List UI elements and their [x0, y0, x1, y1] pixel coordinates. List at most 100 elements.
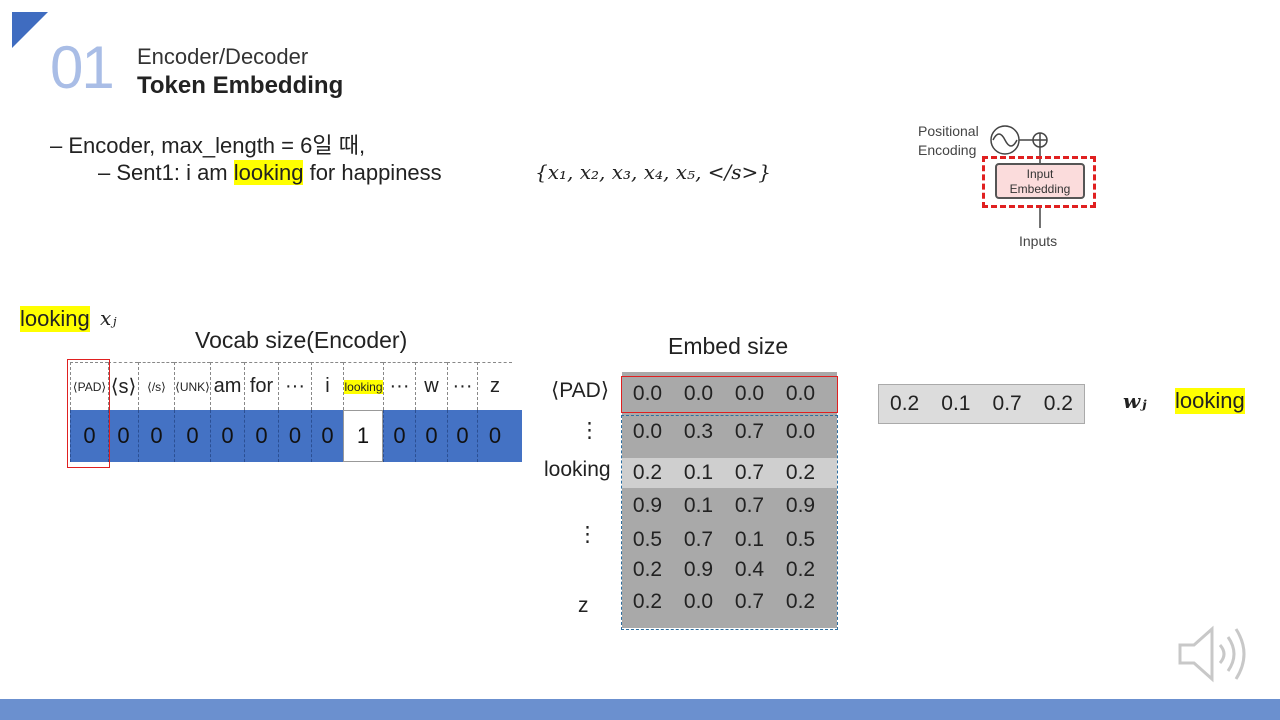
vocab-value-cell: 0: [278, 410, 311, 462]
embedding-value: 0.0: [785, 420, 816, 443]
weight-symbol-wj: wⱼ: [1123, 389, 1147, 413]
vocab-header-cell: ⟨/s⟩: [138, 362, 174, 410]
vocab-value-cell: 0: [311, 410, 343, 462]
vocab-header-cell: ···: [383, 362, 415, 410]
embedding-value: 0.0: [632, 420, 663, 443]
embedding-row: 0.2 0.1 0.7 0.2: [622, 458, 837, 488]
embedding-value: 0.4: [734, 558, 765, 581]
vocab-value-cell: 0: [108, 410, 138, 462]
embedding-value: 0.0: [632, 382, 663, 405]
embedding-value: 0.0: [683, 382, 714, 405]
section-number: 01: [50, 34, 115, 101]
vocab-header-cell: i: [311, 362, 343, 410]
embedding-value: 0.3: [683, 420, 714, 443]
embedding-row: 0.2 0.0 0.7 0.2: [622, 590, 837, 614]
vocab-header-cell: looking: [343, 362, 383, 410]
vocab-header-cell: ···: [447, 362, 477, 410]
embedding-value: 0.5: [785, 528, 816, 551]
positional-encoding-label: Positional Encoding: [918, 122, 979, 160]
row-label-dots2: ⋮: [577, 523, 598, 546]
row-label-dots1: ⋮: [579, 419, 600, 442]
embedding-value: 0.2: [785, 590, 816, 613]
vocab-header-cell: z: [477, 362, 512, 410]
section-subtitle: Encoder/Decoder: [137, 44, 309, 69]
vocab-value-cell: 0: [70, 410, 108, 462]
vocab-header-cell: w: [415, 362, 447, 410]
embedding-value: 0.0: [683, 590, 714, 613]
embedding-value: 0.2: [632, 461, 663, 484]
embedding-value: 0.2: [632, 558, 663, 581]
vocab-value-cell: 0: [174, 410, 210, 462]
embedding-value: 0.7: [734, 420, 765, 443]
token-tag-looking: looking: [20, 306, 90, 332]
vocab-value-cell: 0: [244, 410, 278, 462]
input-embedding-highlight: [982, 156, 1096, 208]
embedding-value: 0.2: [632, 590, 663, 613]
speaker-icon[interactable]: [1178, 625, 1252, 683]
vocab-header-cell: ⟨UNK⟩: [174, 362, 210, 410]
pad-column-highlight: [67, 359, 110, 468]
embedding-value: 0.1: [683, 461, 714, 484]
vocab-title: Vocab size(Encoder): [195, 327, 408, 353]
page-title: Token Embedding: [137, 72, 344, 99]
sentence-prefix: – Sent1: i am: [98, 160, 234, 185]
embedding-value: 0.0: [734, 382, 765, 405]
vocab-value-cell: 0: [477, 410, 512, 462]
result-token-looking: looking: [1175, 388, 1245, 414]
embedding-value: 0.7: [734, 494, 765, 517]
sentence-suffix: for happiness: [303, 160, 442, 185]
embedding-value: 0.5: [632, 528, 663, 551]
vocab-value-cell: 0: [210, 410, 244, 462]
vocab-value-cell: 0: [138, 410, 174, 462]
token-sequence: {x₁, x₂, x₃, x₄, x₅, </s>}: [535, 160, 772, 184]
sentence-highlight: looking: [233, 160, 304, 185]
row-label-z: z: [578, 594, 589, 617]
vector-value: 0.7: [992, 392, 1022, 415]
bullet-encoder: – Encoder, max_length = 6일 때,: [50, 133, 366, 158]
embedding-vector-result: 0.2 0.1 0.7 0.2: [878, 384, 1085, 424]
vocab-header-cell: ···: [278, 362, 311, 410]
embedding-value: 0.9: [683, 558, 714, 581]
embedding-value: 0.9: [632, 494, 663, 517]
vocab-header-cell: ⟨PAD⟩: [70, 362, 108, 410]
positional-label-line2: Encoding: [918, 142, 977, 158]
embedding-row: 0.2 0.9 0.4 0.2: [622, 558, 837, 582]
bullet-sentence: – Sent1: i am looking for happiness: [98, 160, 442, 186]
row-label-looking: looking: [544, 458, 611, 481]
embedding-value: 0.1: [734, 528, 765, 551]
embedding-value: 0.2: [785, 558, 816, 581]
input-embedding-line1: Input: [1026, 167, 1054, 181]
positional-label-line1: Positional: [918, 123, 979, 139]
embedding-row: 0.5 0.7 0.1 0.5: [622, 528, 837, 552]
vocab-header-cell: am: [210, 362, 244, 410]
embedding-row: 0.0 0.3 0.7 0.0: [622, 420, 837, 444]
vector-value: 0.1: [941, 392, 971, 415]
vocab-value-cell: 0: [383, 410, 415, 462]
vocab-value-cell: 1: [343, 410, 383, 462]
vocab-header-cell: for: [244, 362, 278, 410]
embedding-value: 0.7: [734, 461, 765, 484]
embedding-value: 0.9: [785, 494, 816, 517]
embedding-value: 0.7: [683, 528, 714, 551]
embedding-row: 0.9 0.1 0.7 0.9: [622, 494, 837, 518]
pad-row-highlight: [621, 376, 838, 413]
vocab-value-cell: 0: [415, 410, 447, 462]
diagram-connectors: [990, 125, 1048, 228]
vocab-value-cell: 0: [447, 410, 477, 462]
vector-value: 0.2: [1043, 392, 1073, 415]
vector-value: 0.2: [890, 392, 920, 415]
embedding-row: 0.0 0.0 0.0 0.0: [622, 382, 837, 406]
input-embedding-block: Input Embedding: [995, 163, 1085, 199]
corner-triangle-decoration: [12, 12, 48, 48]
vocab-header-cell: ⟨s⟩: [108, 362, 138, 410]
embedding-value: 0.7: [734, 590, 765, 613]
embedding-value: 0.0: [785, 382, 816, 405]
footer-bar: [0, 699, 1280, 720]
embedding-value: 0.1: [683, 494, 714, 517]
embedding-value: 0.2: [785, 461, 816, 484]
inputs-label: Inputs: [1019, 233, 1058, 249]
token-symbol-xj: xⱼ: [100, 306, 117, 330]
